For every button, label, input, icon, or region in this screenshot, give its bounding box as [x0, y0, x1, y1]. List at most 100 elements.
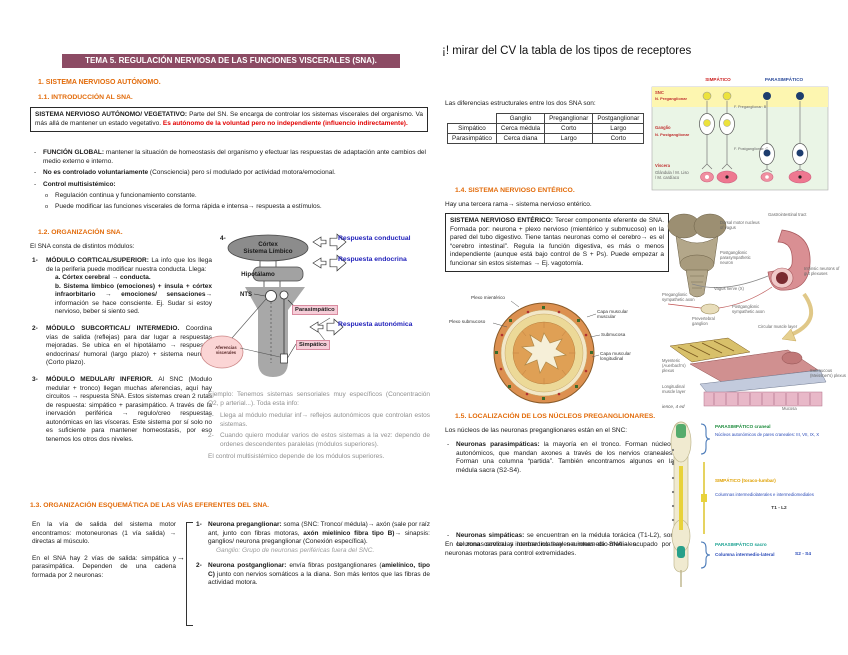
cortex-ellipse-shape [227, 234, 309, 262]
table-intro: Las diferencias estructurales entre los … [445, 100, 596, 107]
cranial-parasympathetic-body: Núcleos autonómicos de pares craneales: … [715, 432, 820, 437]
module-1-text: MÓDULO CORTICAL/SUPERIOR: La info que lo… [46, 257, 212, 273]
muscle-layers-block [669, 337, 827, 407]
example-tail: El control multisistémico depende de los… [208, 453, 385, 461]
nts-label: NTS [240, 292, 252, 298]
viscera-sublabel-2: / M. cardíaco [655, 175, 680, 180]
enteric-definition-box: SISTEMA NERVIOSO ENTÉRICO: Tercer compon… [445, 213, 669, 273]
sympathetic-heading: SIMPÁTICO (toraco-lumbar) [715, 478, 776, 483]
fiber-types-diagram: SIMPÁTICO PARASIMPÁTICO SNC N. Pregangli… [650, 77, 830, 192]
second-node [279, 290, 289, 300]
two-neuron-bracket [186, 522, 193, 626]
ganglion-row-label: Ganglio [655, 125, 671, 130]
module-2-number: 2- [32, 325, 38, 333]
preganglionic-text: Neurona preganglionar: soma (SNC: Tronco… [208, 521, 430, 546]
sympathetic-column-header: SIMPÁTICO [705, 77, 731, 82]
section-heading-1-5: 1.5. LOCALIZACIÓN DE LOS NÚCLEOS PREGANG… [455, 413, 656, 420]
module-3-text: MÓDULO MEDULAR/ INFERIOR. Al SNC (Modulo… [46, 375, 213, 443]
hypothalamus-box-shape [252, 266, 304, 282]
submucosa-label: Submucosa [601, 332, 626, 337]
nuclei-intro: Los núcleos de las neuronas pregangliona… [445, 427, 628, 434]
example-intro: Ejemplo: Tenemos sistemas sensoriales mu… [208, 391, 430, 407]
sna-comparison-table: Ganglio Preganglionar Postganglionar Sim… [447, 113, 645, 144]
myenteric-plexus-label: Plexo mientérico [471, 295, 505, 300]
modules-intro: El SNA consta de distintos módulos: [30, 243, 135, 250]
cranial-parasympathetic-heading: PARASIMPÁTICO craneal [715, 424, 771, 429]
section-heading-1: 1. SISTEMA NERVIOSO AUTÓNOMO. [38, 79, 161, 86]
table-row-simpatico: Simpático Cerca médula Corto Largo [447, 123, 645, 134]
postganglionic-sympathetic-label: Postganglionic sympathetic axon [732, 304, 765, 315]
prevertebral-ganglion-label: Prevertebral ganglion [692, 316, 715, 327]
modules-list: 1- MÓDULO CORTICAL/SUPERIOR: La info que… [32, 257, 212, 453]
mucosa-label: Mucosa [782, 406, 797, 411]
example-item-2: 2- Cuando quiero modular varios de estos… [208, 432, 430, 448]
section-heading-1-2: 1.2. ORGANIZACIÓN SNA. [38, 229, 123, 236]
module-medular: 3- MÓDULO MEDULAR/ INFERIOR. Al SNC (Mod… [32, 376, 212, 445]
efferent-p2: En el SNA hay 2 vías de salida: simpátic… [32, 554, 176, 579]
dorsal-nucleus-label: Dorsal motor nucleus of vagus [720, 220, 760, 231]
figure-caption: ience, 4 ed [662, 404, 685, 409]
submucous-plexus-label: Plexo submucoso [449, 319, 486, 324]
page-left: TEMA 5. REGULACIÓN NERVIOSA DE LAS FUNCI… [30, 45, 432, 651]
table-header-ganglio: Ganglio [495, 113, 546, 124]
vagus-nerve-line [691, 275, 769, 288]
postganglionic-item: 2- Neurona postganglionar: envía fibras … [196, 562, 431, 587]
sympathetic-body: Columnas intermediolaterales e intermedi… [715, 492, 814, 497]
section-heading-1-3: 1.3. ORGANIZACIÓN ESQUEMÁTICA DE LAS VÍA… [30, 502, 270, 509]
longitudinal-muscle-label: Capa muscular longitudinal [600, 351, 631, 362]
cranial-bracket [700, 423, 711, 455]
sacral-range: S2 - S4 [795, 552, 811, 557]
preganglionic-sympathetic-label: Preganglionic sympathetic axon [662, 292, 695, 303]
brainstem-funnel-shape [245, 287, 305, 377]
module-subcortical: 2- MÓDULO SUBCORTICAL/ INTERMEDIO. Coord… [32, 325, 212, 368]
circular-layer-label: Circular muscle layer [758, 324, 798, 329]
behavioral-response-label: Respuesta conductual [338, 235, 411, 242]
sacral-parasympathetic-heading: PARASIMPÁTICO sacro [715, 542, 767, 547]
diagram-number-4: 4- [220, 235, 226, 242]
intro-bullet-list: FUNCIÓN GLOBAL: mantener la situación de… [32, 149, 426, 213]
table-header-postganglionar: Postganglionar [592, 113, 645, 124]
module-cortical: 1- MÓDULO CORTICAL/SUPERIOR: La info que… [32, 257, 212, 317]
fiber-c-annotation: F. Postganglionar: C [734, 147, 769, 151]
enteric-anatomy-figure: Dorsal motor nucleus of vagus Gastrointe… [662, 212, 846, 412]
postganglionic-row-label: N. Postganglionar [655, 132, 690, 137]
efferent-p1: En la vía de salida del sistema motor en… [32, 521, 176, 546]
autonomic-response-label: Respuesta autonómica [338, 321, 413, 328]
bullet-control-multisistemico: Control multisistémico: [32, 181, 426, 190]
gut-tube-shape [767, 229, 811, 291]
efferent-left-column: En la vía de salida del sistema motor en… [32, 521, 176, 580]
sympathetic-tick [701, 494, 707, 502]
example-item-1: 1- Llega al módulo medular inf→ reflejos… [208, 412, 430, 428]
parasympathetic-column-header: PARASIMPÁTICO [764, 77, 804, 82]
efferent-neuron-list: 1- Neurona preganglionar: soma (SNC: Tro… [196, 521, 430, 595]
visceral-afferents-ellipse [200, 335, 244, 369]
postganglionic-text: Neurona postganglionar: envía fibras pos… [208, 562, 431, 587]
subbullet-modificar: Puede modificar las funciones viscerales… [32, 203, 426, 212]
table-header-row: Ganglio Preganglionar Postganglionar [448, 113, 645, 124]
nts-node [265, 290, 277, 302]
table-header-preganglionar: Preganglionar [544, 113, 594, 124]
myenteric-plexus-en-label: Myenteric (Auerbach's) plexus [662, 358, 686, 374]
sympathetic-tag: Simpático [296, 340, 330, 350]
bullet-funcion-global: FUNCIÓN GLOBAL: mantener la situación de… [32, 149, 426, 166]
table-corner-cell [448, 114, 497, 124]
postganglionic-parasympathetic-label: Postganglionic parasympathetic neuron [720, 250, 751, 266]
viscera-sublabel-1: Glándula / M. Liso [655, 170, 689, 175]
enteric-intro: Hay una tercera rama→ sistema nervioso e… [445, 201, 592, 208]
section-heading-1-4: 1.4. SISTEMA NERVIOSO ENTÉRICO. [455, 187, 575, 194]
sacral-bracket [700, 541, 711, 569]
cortex-label: Córtex Sistema Límbico [243, 241, 293, 256]
example-block: Ejemplo: Tenemos sistemas sensoriales mu… [208, 391, 430, 462]
brainstem-shape [667, 213, 727, 298]
hollow-arrows [309, 233, 347, 336]
ganglion-note: Ganglio: Grupo de neuronas periféricas f… [216, 546, 375, 554]
sympathetic-column-mark [679, 466, 683, 530]
vagus-nerve-label: Vagus nerve (X) [714, 286, 744, 291]
viscera-row-label: Víscera [655, 163, 670, 168]
sympathetic-range: T1 - L2 [771, 506, 787, 511]
sympathetic-neurons-bullet: Neuronas simpáticas: se encuentran en la… [445, 532, 674, 549]
handwritten-note-title: ¡! mirar del CV la tabla de los tipos de… [442, 45, 692, 57]
subbullet-regulacion: Regulación continua y funcionamiento con… [32, 192, 426, 201]
page-right: ¡! mirar del CV la tabla de los tipos de… [437, 45, 848, 651]
